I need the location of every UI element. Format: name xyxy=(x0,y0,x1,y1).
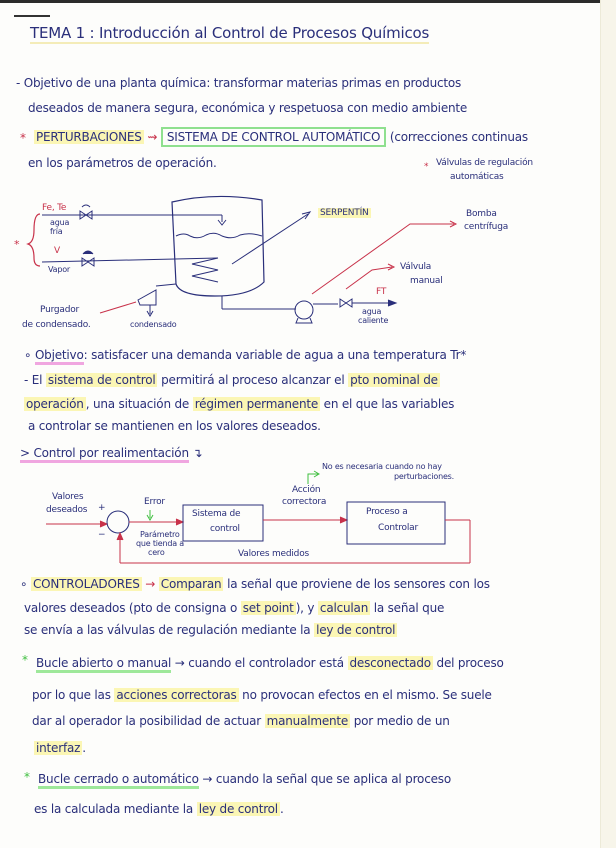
sistema-line-2: operación, una situación de régimen perm… xyxy=(24,397,455,411)
valores-medidos: Valores medidos xyxy=(238,549,309,559)
serpentin-label: SERPENTÍN xyxy=(318,208,371,218)
purgador-label-1: Purgador xyxy=(40,305,80,315)
error-note-1: Parámetro xyxy=(140,530,180,539)
bucle-abierto-line-2: por lo que las acciones correctoras no p… xyxy=(32,688,492,702)
objetivo-line: ∘ Objetivo: satisfacer una demanda varia… xyxy=(24,348,466,365)
intro-line-2: deseados de manera segura, económica y r… xyxy=(28,101,468,115)
valores-deseados-1: Valores xyxy=(52,492,84,502)
minus-sign: − xyxy=(98,530,106,540)
valores-deseados-2: deseados xyxy=(46,505,88,515)
valvula-label-1: Válvula xyxy=(400,262,432,272)
condensado-label: condensado xyxy=(130,320,177,329)
valvulas-note-1: Válvulas de regulación xyxy=(436,158,533,168)
sistema-line-1: - El sistema de control permitirá al pro… xyxy=(24,373,440,387)
sistema-control-box: SISTEMA DE CONTROL AUTOMÁTICO xyxy=(160,127,387,147)
star-icon-2: * xyxy=(424,162,429,172)
bucle-cerrado-line-2: es la calculada mediante la ley de contr… xyxy=(34,802,284,816)
wavy-arrow-icon: ⇝ xyxy=(147,130,158,144)
margin-dash xyxy=(14,15,50,17)
controladores-line-3: se envía a las válvulas de regulación me… xyxy=(24,623,398,637)
agua-fria-label-1: agua xyxy=(50,218,70,227)
bucle-abierto-line-3: dar al operador la posibilidad de actuar… xyxy=(32,714,450,728)
agua-caliente-label-2: caliente xyxy=(358,316,389,325)
valvulas-note-2: automáticas xyxy=(450,172,504,182)
page-title: TEMA 1 : Introducción al Control de Proc… xyxy=(30,24,430,44)
block-proceso-2: Controlar xyxy=(378,523,418,533)
bucle-abierto-line-1: Bucle abierto o manual → cuando el contr… xyxy=(36,656,504,673)
bucle-cerrado-line-1: Bucle cerrado o automático → cuando la s… xyxy=(38,772,451,789)
error-note-2: que tienda a xyxy=(136,539,184,548)
svg-text:*: * xyxy=(14,238,20,251)
valvula-label-2: manual xyxy=(410,276,443,286)
star-icon: * xyxy=(20,131,26,145)
correcciones-text: (correcciones continuas xyxy=(389,130,528,144)
green-star-icon: * xyxy=(22,653,28,667)
turn-arrow-icon: ↴ xyxy=(192,446,203,460)
agua-fria-label-2: fría xyxy=(50,227,63,236)
bomba-label-2: centrífuga xyxy=(464,222,509,232)
green-star-icon-2: * xyxy=(24,770,30,784)
block-proceso-1: Proceso a xyxy=(366,507,408,517)
scan-top-edge xyxy=(0,0,616,3)
intro-line-1: - Objetivo de una planta química: transf… xyxy=(16,76,462,90)
correcciones-line-2: en los parámetros de operación. xyxy=(28,156,217,170)
purgador-label-2: de condensado. xyxy=(22,320,91,330)
paper-edge-strip xyxy=(600,0,616,848)
accion-label-1: Acción xyxy=(292,485,321,495)
error-label: Error xyxy=(144,497,165,507)
fe-te-label: Fe, Te xyxy=(42,203,67,213)
controladores-line-1: ∘ CONTROLADORES → Comparan la señal que … xyxy=(20,577,490,591)
feedback-note-1: No es necesaria cuando no hay xyxy=(322,462,442,471)
bomba-label-1: Bomba xyxy=(466,209,497,219)
sistema-line-3: a controlar se mantienen en los valores … xyxy=(28,419,321,433)
vapor-label: Vapor xyxy=(48,265,71,274)
block-sistema-control-2: control xyxy=(210,524,240,534)
feedback-heading: > Control por realimentación ↴ xyxy=(20,446,203,463)
perturbaciones-line: PERTURBACIONES ⇝ SISTEMA DE CONTROL AUTO… xyxy=(34,127,528,147)
perturbaciones-label: PERTURBACIONES xyxy=(34,130,144,144)
plus-sign: + xyxy=(98,503,106,513)
feedback-note-2: perturbaciones. xyxy=(394,472,454,481)
objetivo-label: Objetivo xyxy=(34,348,84,365)
v-label: V xyxy=(54,246,60,256)
bucle-abierto-line-4: interfaz. xyxy=(34,741,86,755)
block-sistema-control-1: Sistema de xyxy=(192,509,241,519)
agua-caliente-label-1: agua xyxy=(362,307,382,316)
error-note-3: cero xyxy=(148,548,165,557)
ft-label: FT xyxy=(376,287,387,297)
controladores-line-2: valores deseados (pto de consigna o set … xyxy=(24,601,445,615)
accion-label-2: correctora xyxy=(282,497,327,507)
